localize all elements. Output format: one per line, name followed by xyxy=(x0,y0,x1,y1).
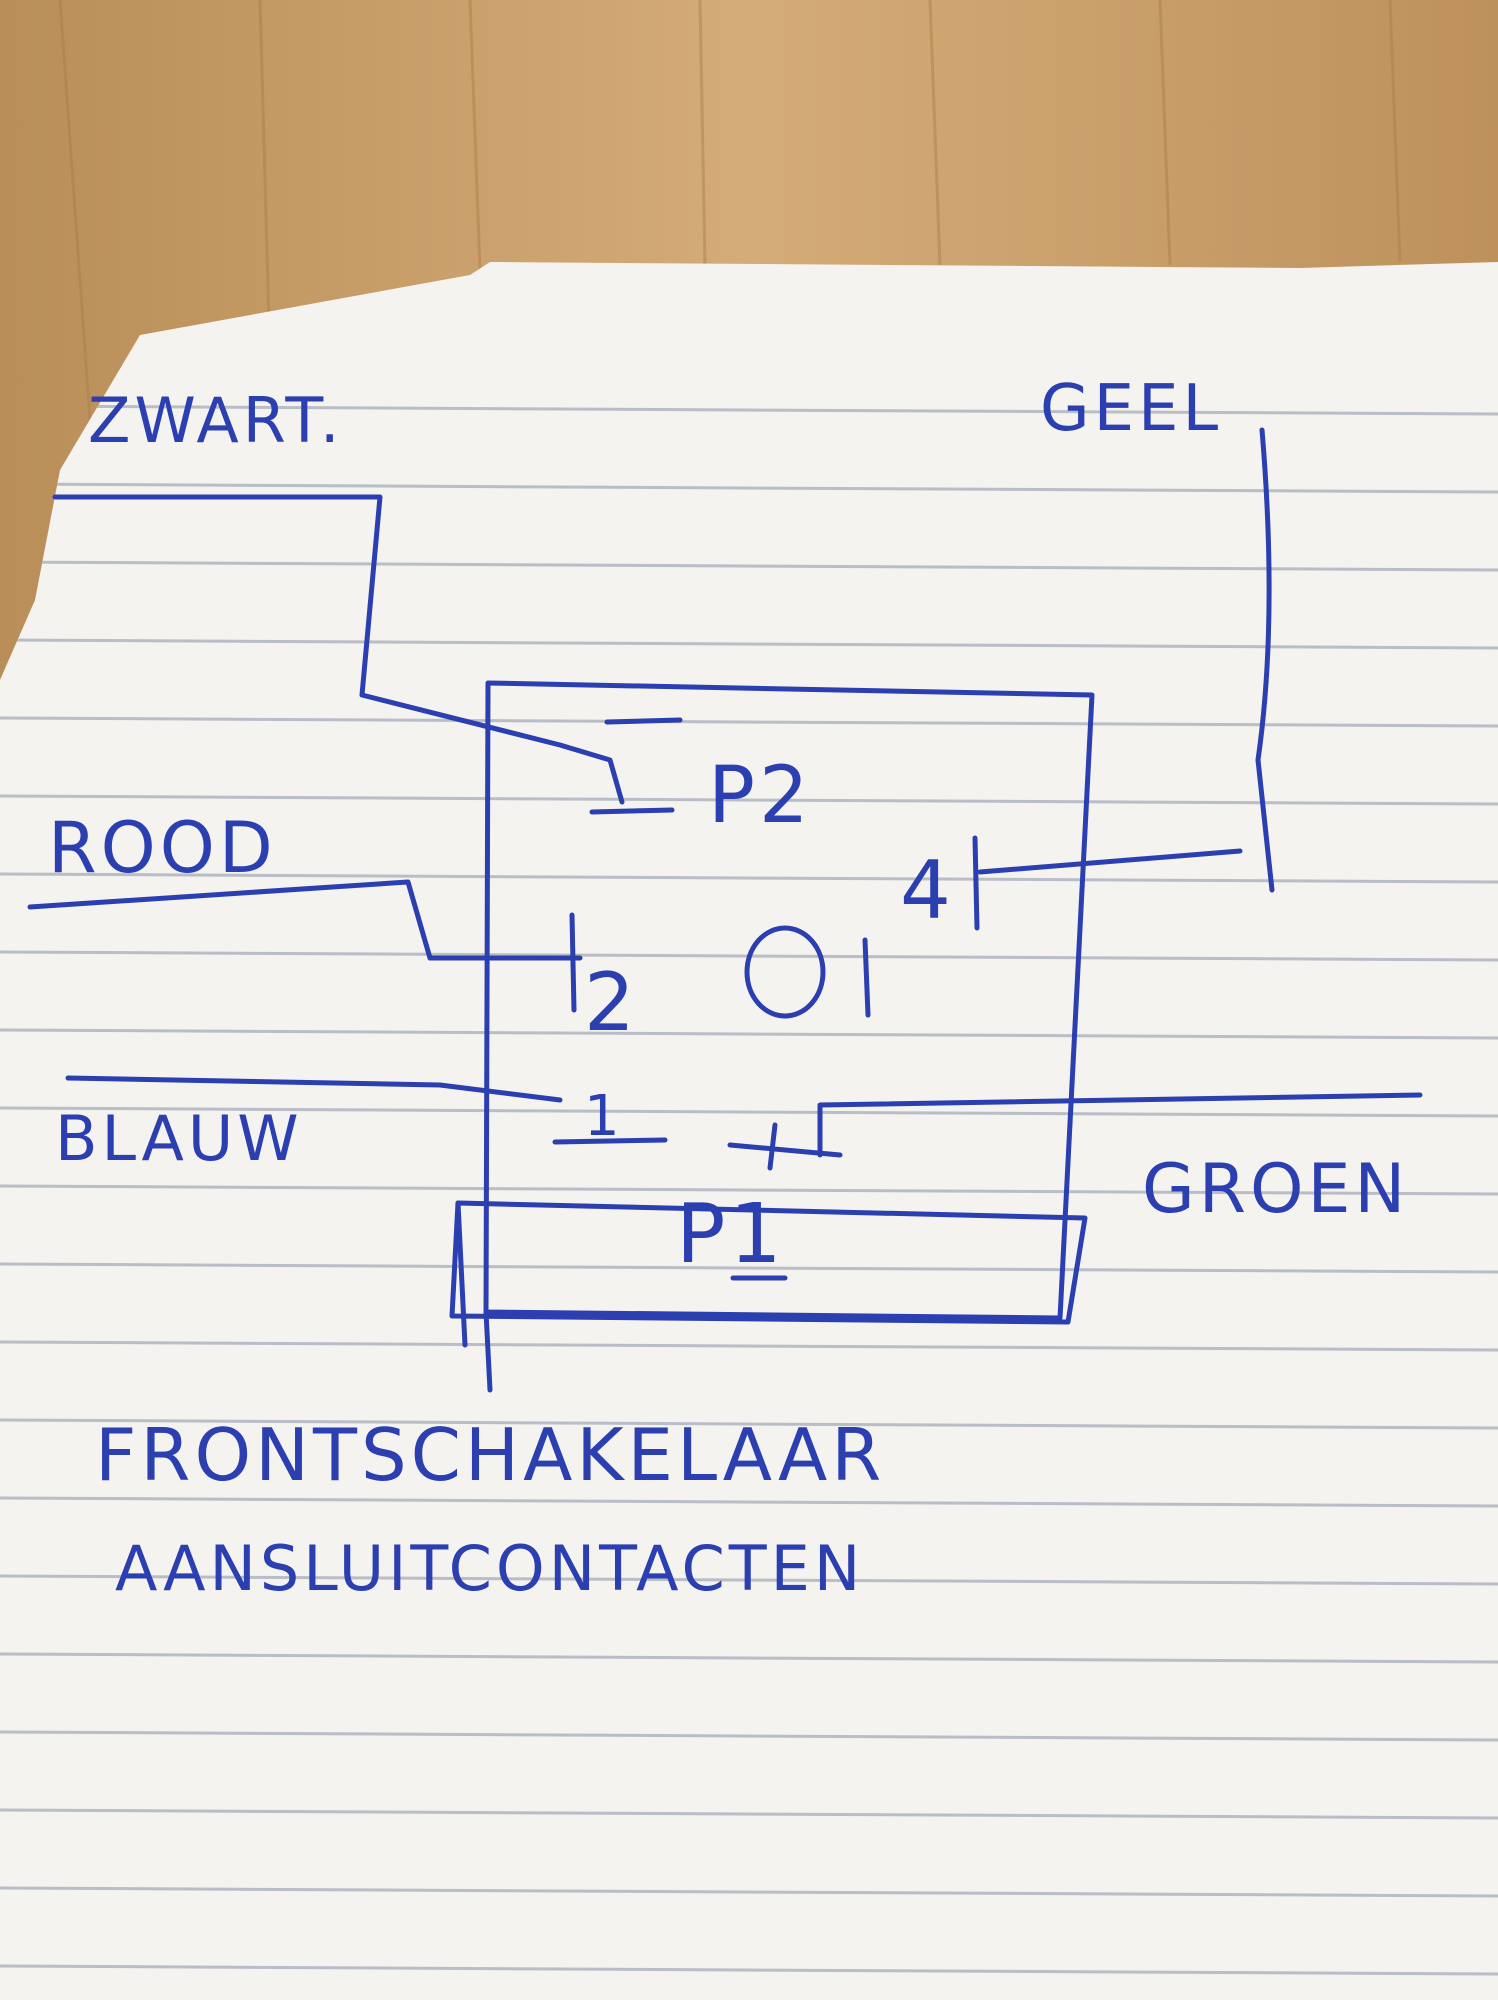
switch-body-outline xyxy=(483,680,1095,1321)
label-rood: ROOD xyxy=(48,807,277,889)
terminal-plus-stroke xyxy=(767,1122,778,1171)
p1-strip-left-tail xyxy=(455,1200,468,1348)
terminal-1-bar xyxy=(552,1137,668,1145)
p1-strip xyxy=(449,1200,1088,1325)
label-geel: GEEL xyxy=(1040,372,1222,446)
terminal-plus-bar xyxy=(727,1142,843,1158)
caption-line1: FRONTSCHAKELAAR xyxy=(95,1413,885,1497)
terminal-2-pin xyxy=(569,912,577,1013)
wood-grain xyxy=(58,0,1402,421)
terminal-label-2: 2 xyxy=(584,956,639,1049)
wire-yellow-to-4 xyxy=(977,848,1243,875)
terminal-label-p1: P1 xyxy=(676,1187,786,1282)
terminal-1-pin xyxy=(862,937,871,1018)
wire-black xyxy=(52,494,625,805)
wire-green xyxy=(817,1092,1423,1158)
terminal-label-1: 1 xyxy=(584,1084,624,1149)
label-zwart: ZWART. xyxy=(88,384,344,457)
terminal-4-pin xyxy=(972,835,980,931)
label-groen: GROEN xyxy=(1142,1150,1409,1229)
terminal-label-4: 4 xyxy=(900,844,955,937)
label-blauw: BLAUW xyxy=(55,1102,303,1175)
wire-yellow xyxy=(1255,427,1275,893)
ruled-lines xyxy=(0,404,1498,1976)
wire-blue xyxy=(65,1075,563,1103)
caption-line2: AANSLUITCONTACTEN xyxy=(115,1532,864,1605)
terminal-p2-top-bar xyxy=(604,717,683,725)
center-contact xyxy=(744,925,826,1019)
wire-red xyxy=(27,879,583,961)
terminal-p2-bottom-bar xyxy=(589,807,675,815)
terminal-label-p2: P2 xyxy=(708,751,813,841)
wiring-sketch xyxy=(27,427,1423,1393)
switch-left-edge-extension xyxy=(483,1309,493,1393)
